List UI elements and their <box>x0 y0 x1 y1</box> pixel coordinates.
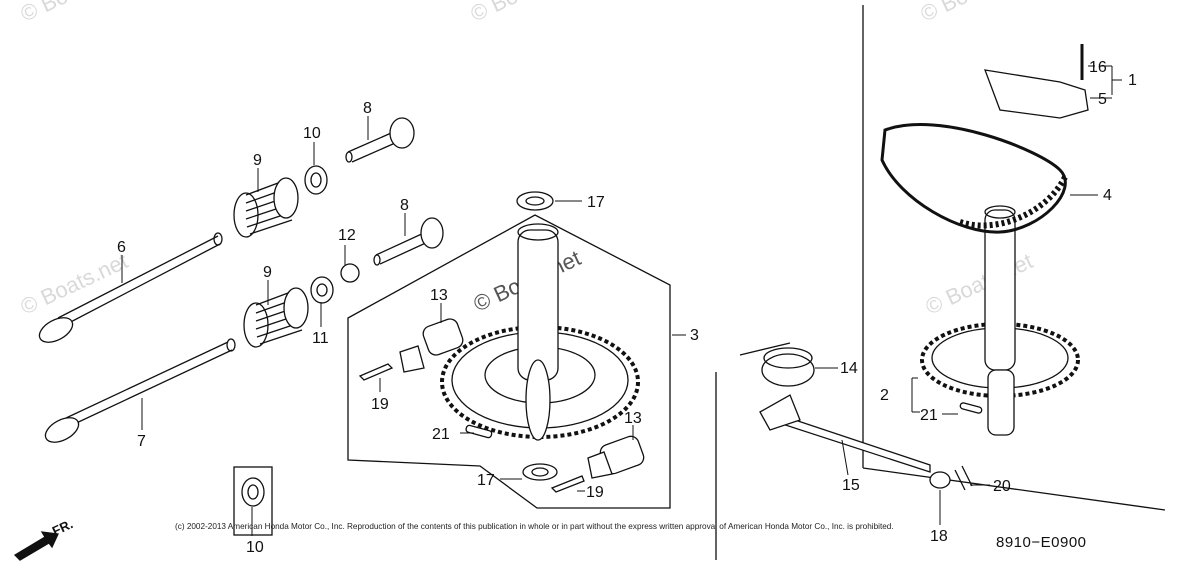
washer-17-top <box>516 191 554 211</box>
callout-6: 6 <box>117 239 126 256</box>
box-10-lower <box>233 466 273 536</box>
watermark: © Boats.net <box>17 248 132 319</box>
watermark: © Boats.net <box>922 248 1037 319</box>
figure-code: 8910−E0900 <box>996 534 1087 551</box>
callout-9-upper: 9 <box>253 152 262 169</box>
watermark: © Boats.net <box>467 0 582 27</box>
callout-19-left: 19 <box>371 396 389 413</box>
callout-12: 12 <box>338 227 356 244</box>
assembly-outline-3 <box>347 214 671 509</box>
clip-20 <box>954 465 973 491</box>
washer-17-bottom <box>522 463 558 481</box>
leader-lines <box>121 65 1122 536</box>
chain-4 <box>880 123 1067 234</box>
valve-spring-lower <box>243 287 309 348</box>
callout-4: 4 <box>1103 187 1112 204</box>
callout-14: 14 <box>840 360 858 377</box>
callout-2: 2 <box>880 387 889 404</box>
callout-13-upper: 13 <box>430 287 448 304</box>
callout-10-lower: 10 <box>246 539 264 556</box>
callout-8-lower: 8 <box>400 197 409 214</box>
collet-12 <box>340 263 360 283</box>
callout-9-lower: 9 <box>263 264 272 281</box>
pin-19-left <box>358 363 394 381</box>
retainer-10-upper <box>304 165 328 195</box>
line-art <box>13 5 1166 561</box>
callout-7: 7 <box>137 433 146 450</box>
chain-guide-5 <box>983 69 1089 119</box>
watermark: © Boats.net <box>917 0 1032 27</box>
callout-21-right: 21 <box>920 407 938 424</box>
callout-21-left: 21 <box>432 426 450 443</box>
pushrod-upper <box>345 117 415 163</box>
balancer-assembly-2 <box>920 205 1080 436</box>
pin-19-bottom <box>550 475 585 493</box>
washer-18 <box>929 471 951 489</box>
callout-19-bottom: 19 <box>586 484 604 501</box>
governor-holder-14 <box>761 353 815 387</box>
callout-3: 3 <box>690 327 699 344</box>
valve-part-6 <box>38 232 223 343</box>
callout-8-upper: 8 <box>363 100 372 117</box>
weight-13-upper <box>422 318 464 356</box>
callout-13-lower: 13 <box>624 410 642 427</box>
front-arrow-icon <box>13 531 59 561</box>
callout-17-bottom: 17 <box>477 472 495 489</box>
pin-21 <box>465 424 493 439</box>
retainer-11 <box>310 276 334 304</box>
copyright-notice: (c) 2002-2013 American Honda Motor Co., … <box>175 522 894 531</box>
camshaft-gear <box>440 223 640 441</box>
callout-10-upper: 10 <box>303 125 321 142</box>
pushrod-lower <box>373 217 444 266</box>
valve-part-7 <box>44 338 236 443</box>
callout-16: 16 <box>1089 59 1107 76</box>
valve-spring-upper <box>233 177 299 238</box>
callout-18: 18 <box>930 528 948 545</box>
callout-15: 15 <box>842 477 860 494</box>
callout-20: 20 <box>993 478 1011 495</box>
callout-17-top: 17 <box>587 194 605 211</box>
callout-1: 1 <box>1128 72 1137 89</box>
callout-11: 11 <box>312 330 329 347</box>
callout-labels: 1 2 3 4 5 6 7 8 8 9 9 10 10 11 12 13 13 … <box>117 59 1137 556</box>
watermark: © Boats.net <box>17 0 132 27</box>
callout-5: 5 <box>1098 91 1107 108</box>
